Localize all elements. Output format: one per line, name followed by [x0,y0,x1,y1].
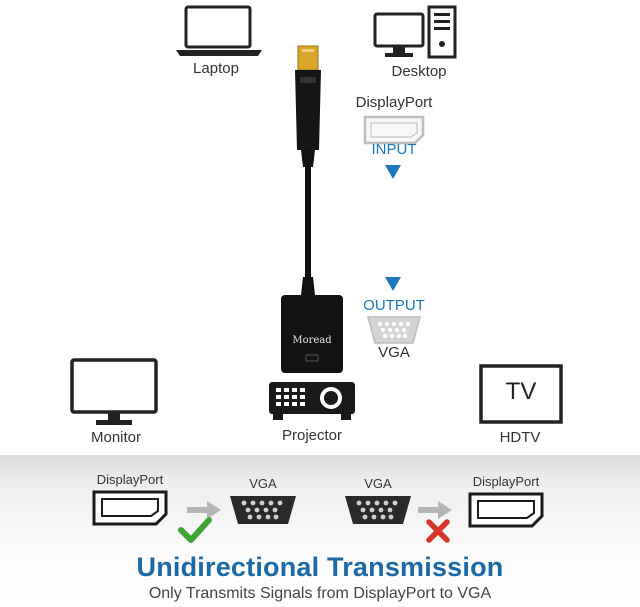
laptop-label: Laptop [193,60,239,77]
input-port-label: DisplayPort [355,94,433,111]
monitor-label: Monitor [90,429,142,446]
arrow-right-icon [418,501,452,519]
valid-to-label: VGA [249,476,277,491]
vga-port-icon [345,496,411,524]
monitor-icon [70,358,158,425]
invalid-to-label: DisplayPort [472,474,540,489]
arrow-down-icon [385,277,401,291]
vga-port-icon [367,316,421,344]
desktop-label: Desktop [391,63,447,80]
displayport-port-icon [363,115,425,145]
projector-icon [269,382,355,420]
input-direction-label: INPUT [371,141,417,158]
laptop-icon [176,5,262,56]
headline: Unidirectional Transmission [136,552,504,582]
cross-icon [426,519,450,543]
tv-screen-text: TV [505,378,537,405]
output-port-label: VGA [378,344,410,361]
vga-port-icon [230,496,296,524]
subline: Only Transmits Signals from DisplayPort … [148,585,492,602]
displayport-adapter-cable: Moread [281,45,343,373]
displayport-port-icon [92,490,168,526]
tv-icon [479,364,563,424]
desktop-icon [373,5,457,59]
valid-from-label: DisplayPort [96,472,164,487]
projector-label: Projector [281,427,343,444]
invalid-from-label: VGA [364,476,392,491]
arrow-right-icon [187,501,221,519]
arrow-down-icon [385,165,401,179]
adapter-brand: Moread [292,335,332,346]
hdtv-label: HDTV [499,429,541,446]
check-icon [178,517,212,543]
displayport-port-icon [468,492,544,528]
output-direction-label: OUTPUT [363,297,425,314]
comparison-panel [0,455,640,607]
